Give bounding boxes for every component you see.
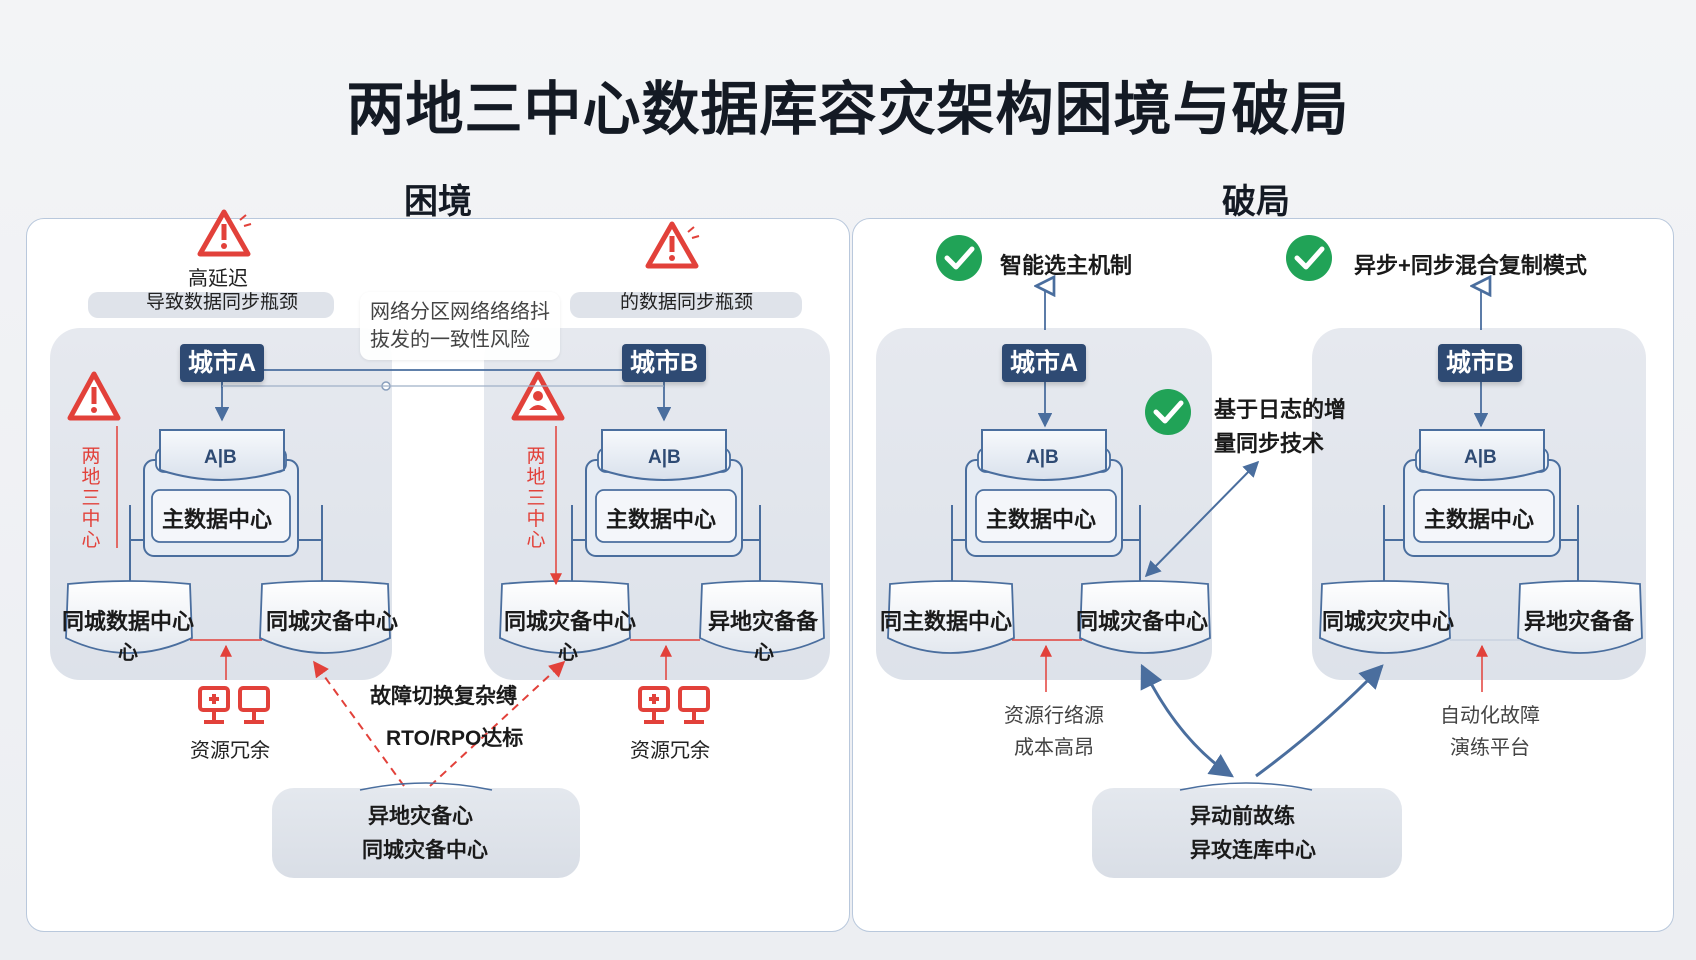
right-note-a: 资源行络源 成本高昂 xyxy=(984,700,1124,764)
right-sub-b1: 同城灾灾中心 xyxy=(1322,609,1455,634)
right-section-title: 破局 xyxy=(1222,183,1290,221)
resource-a-label: 资源冗余 xyxy=(190,740,270,762)
left-top-strip xyxy=(88,292,334,318)
network-risk-bubble: 网络分区网络络络抖 抜发的一致性风险 xyxy=(360,292,560,360)
right-sub-a1: 同主数据中心 xyxy=(880,609,1013,634)
feature-log-sync-line1: 基于日志的增 xyxy=(1214,397,1347,422)
left-bottom-line2: 同城灾备中心 xyxy=(362,839,488,862)
right-note-a-line2: 成本高昂 xyxy=(1014,737,1094,759)
feature-log-sync-line2: 量同步技术 xyxy=(1214,431,1325,456)
db-b-tag: A|B xyxy=(648,447,681,468)
right-sub-a2: 同城灾备中心 xyxy=(1076,609,1209,634)
sub-a2-line1: 同城灾备中心 xyxy=(266,609,399,634)
right-note-b-line2: 演练平台 xyxy=(1450,737,1530,759)
right-db-a-tag: A|B xyxy=(1026,447,1059,468)
sub-b2-line1: 异地灾备备 xyxy=(708,609,819,634)
right-bottom-line2: 异攻连库中心 xyxy=(1190,839,1316,862)
sub-b2-line2: 心 xyxy=(754,642,774,664)
right-note-b: 自动化故障 演练平台 xyxy=(1420,700,1560,764)
sub-a1-line2: 心 xyxy=(118,642,138,664)
main-center-b: 主数据中心 xyxy=(606,507,717,532)
sub-a1-line1: 同城数据中心 xyxy=(62,609,195,634)
main-center-a: 主数据中心 xyxy=(162,507,273,532)
failover-note-line1: 故障切换复杂缚 xyxy=(370,685,517,708)
page-title: 两地三中心数据库容灾架构困境与破局 xyxy=(346,77,1350,142)
city-b-badge: 城市B xyxy=(622,344,707,382)
failover-note-line2: RTO/RPO达标 xyxy=(386,727,524,750)
city-a-badge: 城市A xyxy=(180,344,265,382)
bubble-line1: 网络分区网络络络抖 xyxy=(370,301,550,323)
right-bottom-line1: 异动前故练 xyxy=(1190,805,1295,828)
right-main-a: 主数据中心 xyxy=(986,507,1097,532)
right-city-b-badge: 城市B xyxy=(1438,344,1523,382)
left-section-title: 困境 xyxy=(404,183,472,221)
right-top-strip xyxy=(570,292,802,318)
right-sub-b2: 异地灾备备 xyxy=(1524,609,1635,634)
feature-smart-election: 智能选主机制 xyxy=(1000,253,1133,278)
left-bottom-box xyxy=(272,788,580,878)
bubble-line2: 抜发的一致性风险 xyxy=(370,329,530,351)
left-bottom-line1: 异地灾备心 xyxy=(368,805,473,828)
sub-b1-line1: 同城灾备中心 xyxy=(504,609,637,634)
right-city-a-badge: 城市A xyxy=(1002,344,1087,382)
warn-top-left-line2: 导致数据同步瓶颈 xyxy=(146,292,299,313)
resource-b-label: 资源冗余 xyxy=(630,740,710,762)
right-main-b: 主数据中心 xyxy=(1424,507,1535,532)
warn-top-right-line2: 的数据同步瓶颈 xyxy=(620,292,754,313)
right-note-b-line1: 自动化故障 xyxy=(1440,705,1540,727)
side-label-a: 两地三中心 xyxy=(81,446,101,551)
sub-b1-line2: 心 xyxy=(558,642,578,664)
right-note-a-line1: 资源行络源 xyxy=(1004,705,1104,727)
db-a-tag: A|B xyxy=(204,447,237,468)
side-label-b: 两地三中心 xyxy=(526,446,546,551)
warn-top-left-line1: 高延迟 xyxy=(188,268,248,290)
right-bottom-box xyxy=(1092,788,1402,878)
feature-hybrid-replication: 异步+同步混合复制模式 xyxy=(1354,253,1587,278)
right-db-b-tag: A|B xyxy=(1464,447,1497,468)
